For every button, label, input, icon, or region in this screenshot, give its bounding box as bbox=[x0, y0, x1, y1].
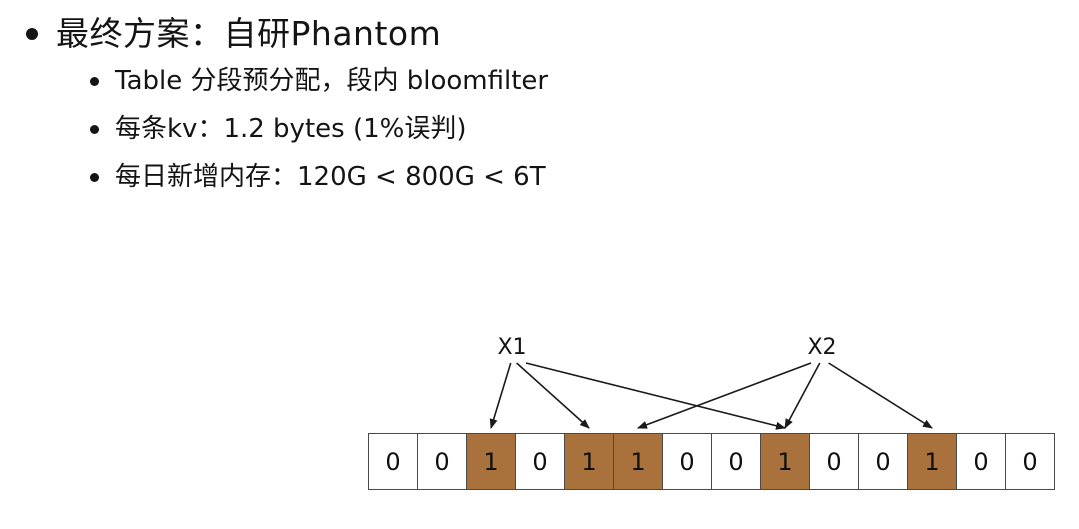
page-title: 最终方案：自研Phantom bbox=[56, 14, 442, 53]
hash-arrow-x1-to-cell-2 bbox=[489, 362, 512, 429]
sub-bullet-row-3: 每日新增内存：120G < 800G < 6T bbox=[90, 160, 548, 194]
hash-arrow-x1-to-cell-8 bbox=[525, 362, 786, 430]
sub-bullet-row-1: Table 分段预分配，段内 bloomfilter bbox=[90, 64, 548, 98]
bit-cell-5: 1 bbox=[613, 433, 663, 490]
bit-cell-2: 1 bbox=[466, 433, 516, 490]
bullet-icon bbox=[90, 77, 99, 86]
bit-cell-13: 0 bbox=[1005, 433, 1055, 490]
key-label-x2: X2 bbox=[807, 335, 836, 360]
sub-bullet-text-3: 每日新增内存：120G < 800G < 6T bbox=[115, 162, 546, 192]
bit-cell-3: 0 bbox=[515, 433, 565, 490]
bullet-icon bbox=[90, 173, 99, 182]
main-bullet-row: 最终方案：自研Phantom bbox=[26, 12, 548, 56]
bit-cell-1: 0 bbox=[417, 433, 467, 490]
sub-bullet-text-2: 每条kv：1.2 bytes (1%误判) bbox=[115, 114, 467, 144]
hash-arrow-x2-to-cell-8 bbox=[784, 362, 821, 429]
bit-cell-12: 0 bbox=[956, 433, 1006, 490]
bit-cell-10: 0 bbox=[858, 433, 908, 490]
bit-cell-7: 0 bbox=[711, 433, 761, 490]
key-label-x1: X1 bbox=[497, 335, 526, 360]
bullet-content: 最终方案：自研Phantom Table 分段预分配，段内 bloomfilte… bbox=[26, 12, 548, 208]
hash-arrow-x2-to-cell-11 bbox=[828, 362, 933, 429]
bit-cell-0: 0 bbox=[368, 433, 418, 490]
bit-cell-9: 0 bbox=[809, 433, 859, 490]
sub-bullet-list: Table 分段预分配，段内 bloomfilter 每条kv：1.2 byte… bbox=[90, 64, 548, 194]
bullet-icon bbox=[26, 28, 38, 40]
bit-cell-8: 1 bbox=[760, 433, 810, 490]
bullet-icon bbox=[90, 125, 99, 134]
bit-cell-11: 1 bbox=[907, 433, 957, 490]
bit-cell-4: 1 bbox=[564, 433, 614, 490]
sub-bullet-text-1: Table 分段预分配，段内 bloomfilter bbox=[115, 66, 549, 96]
sub-bullet-row-2: 每条kv：1.2 bytes (1%误判) bbox=[90, 112, 548, 146]
hash-arrow-x1-to-cell-4 bbox=[516, 362, 590, 429]
hash-arrow-x2-to-cell-5 bbox=[637, 362, 812, 429]
bit-cell-6: 0 bbox=[662, 433, 712, 490]
